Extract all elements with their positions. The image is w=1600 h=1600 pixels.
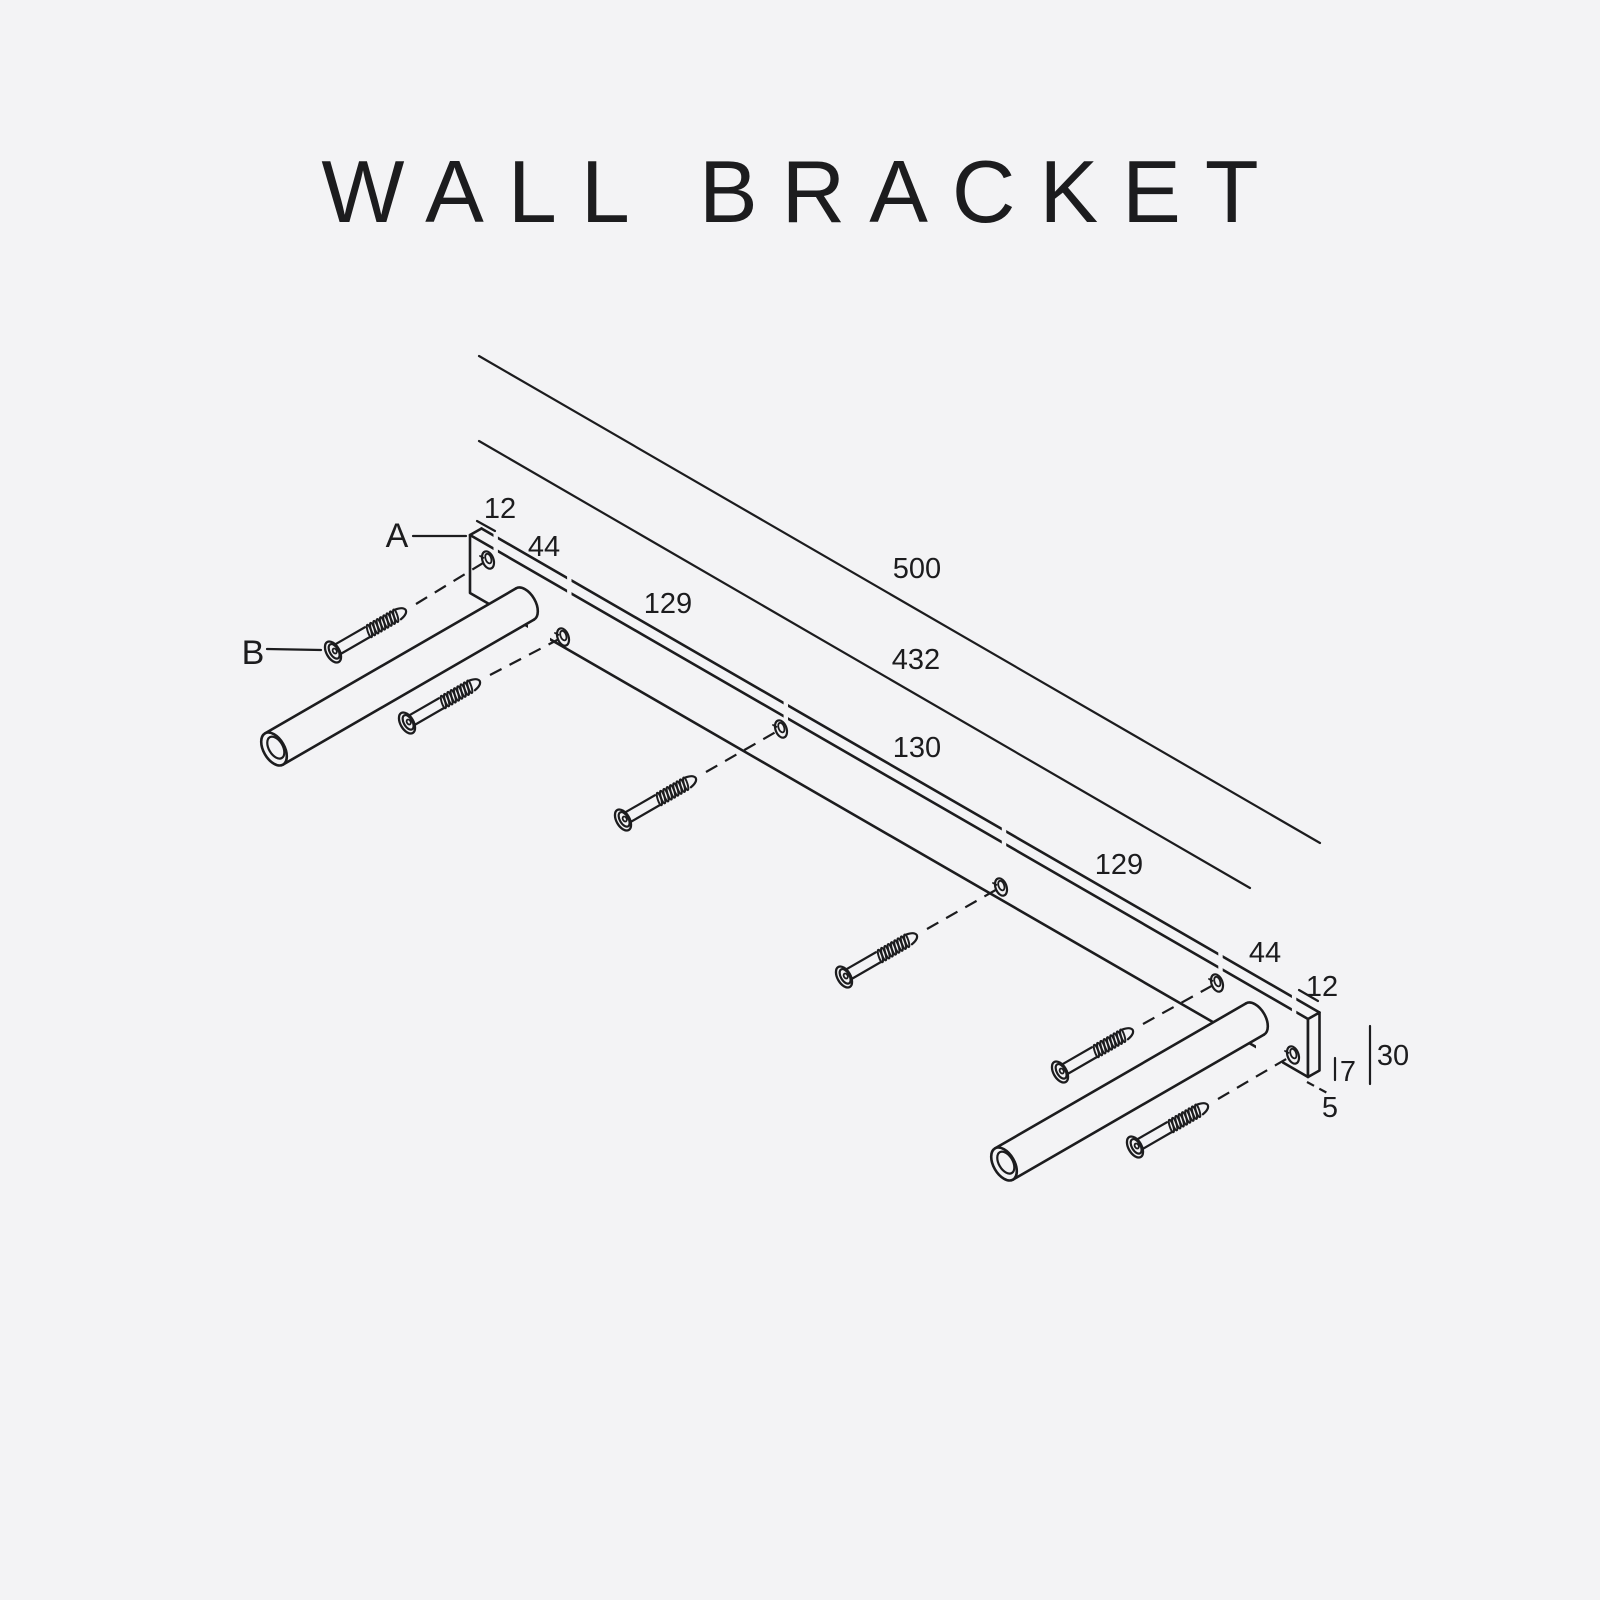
bracket-plate-end-face [1306,1011,1321,1079]
projection-line-1 [415,559,489,605]
dim-label-seg-12-right: 12 [1306,971,1338,1003]
projection-line-6 [1217,1054,1294,1100]
dim-label-seg-129-right: 129 [1095,849,1143,881]
occlusion-patch-right [1256,1040,1282,1065]
dim-label-seg-130: 130 [893,732,941,764]
occlusion-patch-left [528,620,550,642]
screws [320,598,1215,1162]
bracket-plate-front-face [468,533,1310,1079]
dim-stub-left [475,519,497,533]
mounting-rod-right [989,1001,1270,1182]
rod-left-upper-edge [263,587,518,735]
projection-line-3 [705,728,782,773]
dim-label-thickness: 7 [1340,1056,1356,1088]
projection-lines [415,559,1294,1100]
dim-label-total-length: 500 [893,553,941,585]
screw-3 [610,766,703,835]
bracket-plate [468,527,1321,1079]
dim-label-height: 30 [1377,1040,1409,1072]
dim-stub-right [1297,988,1320,1003]
leader-line-b [265,647,323,652]
dimension-line-total-length [477,354,1322,845]
bracket-plate-top-back-edge [480,527,1321,1014]
dim-label-offset: 5 [1322,1092,1338,1124]
part-label-a: A [386,517,409,555]
projection-line-5 [1142,982,1218,1025]
rod-right-upper-edge [993,1002,1248,1150]
diagram-title: WALL BRACKET [321,142,1282,241]
segment-ticks [493,532,1297,1016]
dim-label-seg-44-left: 44 [528,531,560,563]
dim-label-hole-span: 432 [892,644,940,676]
rod-left-lower-edge [281,618,536,766]
part-label-b: B [242,634,265,672]
rod-right-base-arc [1244,1001,1270,1036]
dim-label-seg-12-left: 12 [484,493,516,525]
rod-right-lower-edge [1011,1033,1266,1181]
projection-line-2 [489,636,564,676]
mounting-rod-left [259,586,540,767]
dim-label-seg-44-right: 44 [1249,937,1281,969]
dim-label-seg-129-left: 129 [644,588,692,620]
dimension-line-hole-span [477,439,1252,890]
bracket-plate-left-sliver [468,527,483,537]
rod-left-base-arc [514,586,540,621]
leader-offset-5 [1306,1081,1332,1096]
rod-right-end-chamfer [996,1150,1016,1175]
screw-4 [831,923,924,992]
projection-line-4 [926,886,1002,930]
rod-left-end-chamfer [266,735,286,760]
